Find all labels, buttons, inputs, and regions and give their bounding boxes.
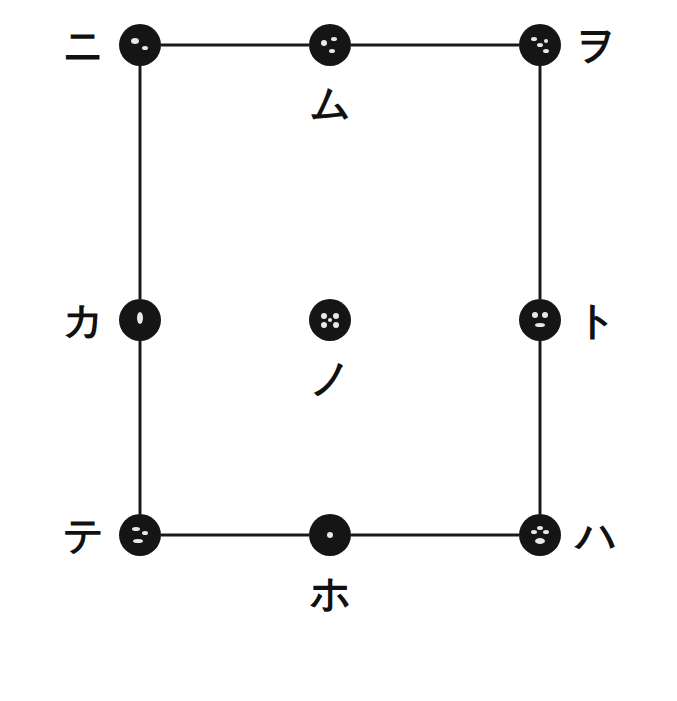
button-mark [537,43,543,47]
button-mark [133,539,143,543]
point-label: ニ [63,25,104,65]
button-hole: ム [308,23,352,67]
button-mark [544,39,548,43]
connector-line [351,534,519,537]
connector-line [139,341,142,514]
button-disc [309,514,351,556]
button-mark [321,40,327,46]
point-label: ム [310,83,351,123]
button-disc [119,24,161,66]
button-mark [331,37,337,41]
button-mark [329,49,335,53]
button-mark [137,312,143,324]
button-hole: ト [518,298,562,342]
button-mark [333,322,339,328]
button-mark [532,312,538,318]
button-mark [543,49,549,53]
button-circle [118,298,162,342]
button-hole: カ [118,298,162,342]
button-hole: ヲ [518,23,562,67]
connector-line [539,66,542,299]
button-mark [543,530,549,534]
button-mark [333,313,339,319]
button-mark [327,532,333,538]
point-label: ヲ [576,25,617,65]
point-label: テ [63,515,104,555]
point-label: ト [576,300,617,340]
button-mark [142,46,148,50]
button-hole: ホ [308,513,352,557]
point-label: ノ [310,358,351,398]
button-mark [132,527,140,531]
point-label: ホ [310,573,351,613]
button-disc [119,299,161,341]
button-mark [142,531,148,535]
connector-line [161,534,309,537]
button-mark [535,323,545,327]
button-mark [535,538,545,544]
button-disc [309,299,351,341]
connector-line [351,44,519,47]
button-circle [518,23,562,67]
button-circle [308,513,352,557]
button-circle [518,513,562,557]
button-mark [131,38,139,44]
button-hole: テ [118,513,162,557]
button-mark [328,318,332,322]
button-disc [309,24,351,66]
button-mark [537,526,543,530]
button-circle [118,23,162,67]
button-circle [518,298,562,342]
button-mark [531,530,537,534]
connector-line [161,44,309,47]
point-label: カ [63,300,104,340]
connector-line [539,341,542,514]
button-mark [531,37,537,41]
point-label: ハ [576,515,617,555]
button-disc [519,299,561,341]
button-hole: ニ [118,23,162,67]
button-hole: ハ [518,513,562,557]
button-disc [519,514,561,556]
button-hole: ノ [308,298,352,342]
button-disc [519,24,561,66]
button-circle [118,513,162,557]
button-disc [119,514,161,556]
button-mark [542,312,548,318]
button-circle [308,23,352,67]
button-mark [321,322,327,328]
button-mark [321,313,327,319]
connector-line [139,66,142,299]
button-circle [308,298,352,342]
